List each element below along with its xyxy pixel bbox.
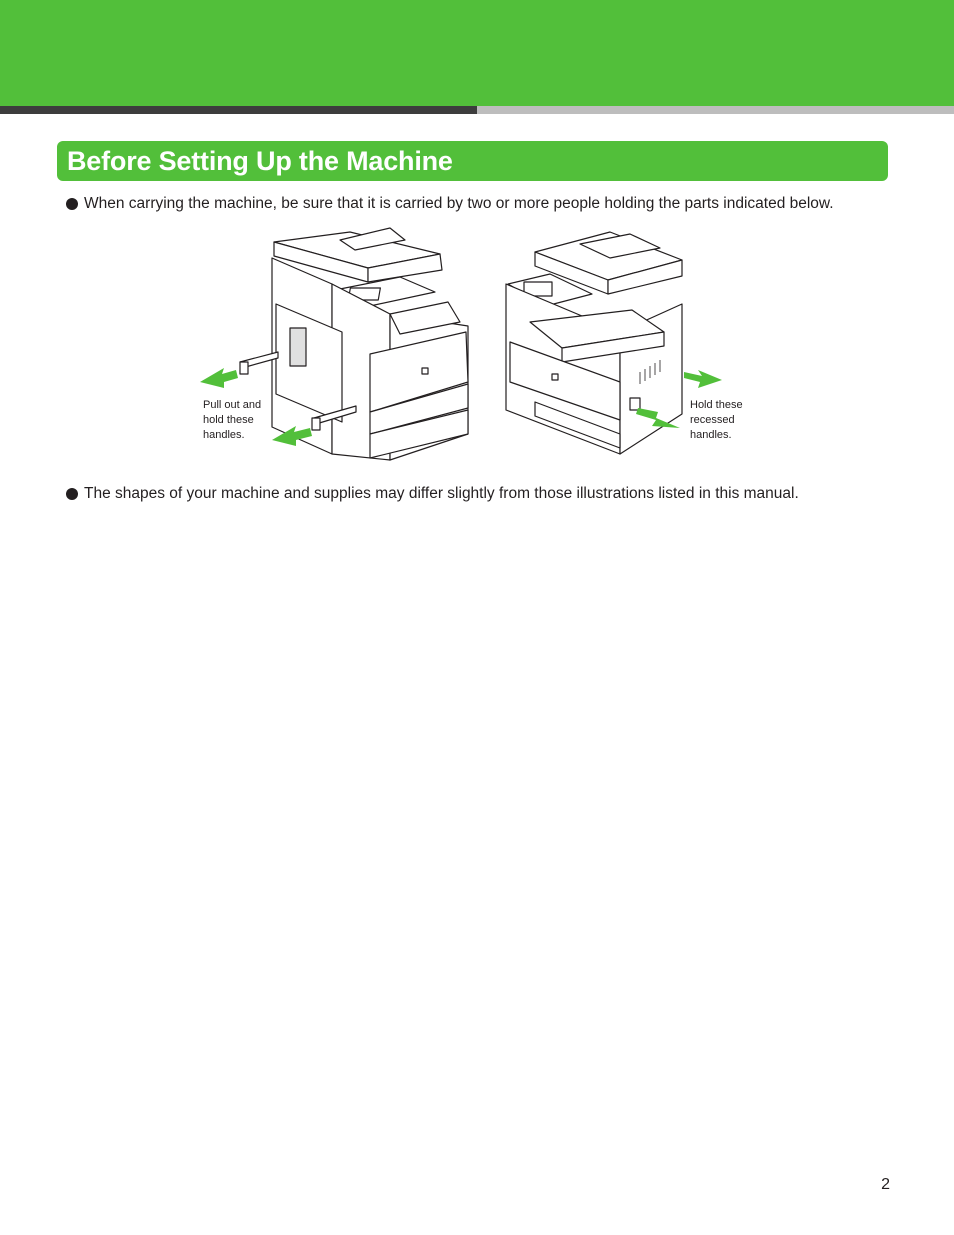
bullet-text: When carrying the machine, be sure that …: [84, 195, 834, 212]
bullet-item-shapes: The shapes of your machine and supplies …: [66, 484, 799, 504]
right-copier-illustration: [505, 231, 683, 455]
caption-left: Pull out and hold these handles.: [203, 399, 262, 441]
bullet-dot-icon: [66, 488, 78, 500]
bullet-item-carrying: When carrying the machine, be sure that …: [66, 194, 834, 214]
caption-right: Hold these recessed handles.: [690, 399, 743, 441]
bullet-dot-icon: [66, 198, 78, 210]
top-banner: [0, 0, 954, 106]
machine-carrying-illustration: [200, 227, 722, 461]
header-bar-dark: [0, 106, 477, 114]
arrow-icon-right-upper: [684, 370, 722, 388]
arrow-icon-left-upper: [200, 368, 238, 388]
section-title-box: Before Setting Up the Machine: [57, 141, 888, 181]
arrow-icon-left-lower: [272, 426, 312, 446]
bullet-text: The shapes of your machine and supplies …: [84, 485, 799, 502]
header-bar-light: [477, 106, 954, 114]
section-title: Before Setting Up the Machine: [67, 145, 453, 176]
arrow-icons: [200, 368, 722, 446]
arrow-icon-right-lower: [636, 408, 680, 428]
left-copier-illustration: [239, 227, 469, 461]
page-number: 2: [881, 1176, 890, 1193]
